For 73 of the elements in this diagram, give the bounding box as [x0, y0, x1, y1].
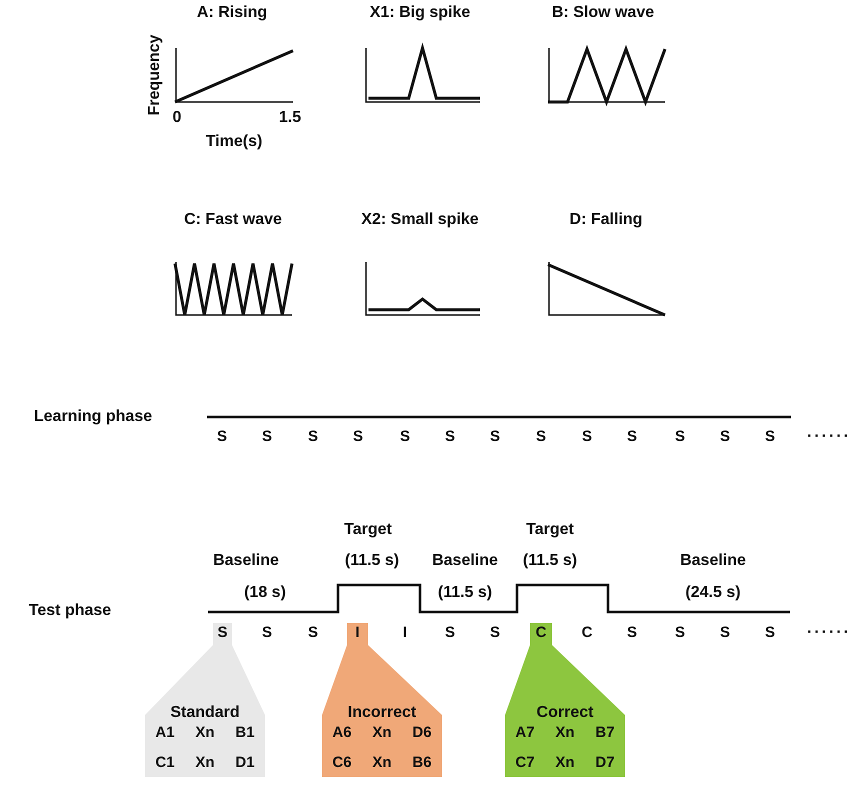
sequence-letter: S — [720, 428, 730, 446]
sequence-letter: S — [262, 624, 272, 642]
condition-code: Xn — [555, 754, 575, 772]
block-label: Baseline — [432, 552, 498, 570]
sequence-letter: S — [217, 428, 227, 446]
sequence-letter: S — [308, 428, 318, 446]
sequence-letter: S — [582, 428, 592, 446]
phase-label: Test phase — [28, 602, 112, 620]
condition-code: A7 — [515, 724, 535, 742]
condition-code: B7 — [595, 724, 615, 742]
sequence-letter: S — [765, 624, 775, 642]
sequence-letter: S — [490, 428, 500, 446]
plot-title: C: Fast wave — [184, 211, 282, 229]
plot-title: X2: Small spike — [361, 211, 479, 229]
sequence-letter: S — [765, 428, 775, 446]
sequence-letter: C — [536, 624, 546, 642]
plot-title: A: Rising — [196, 4, 268, 22]
sequence-letter: S — [720, 624, 730, 642]
plot-title: D: Falling — [570, 211, 642, 229]
axis-label: Time(s) — [206, 133, 262, 151]
block-label: Target — [344, 521, 392, 539]
condition-code: B6 — [412, 754, 432, 772]
duration-label: (18 s) — [244, 584, 286, 602]
condition-code: D7 — [595, 754, 615, 772]
sequence-letter: S — [490, 624, 500, 642]
sequence-letter: S — [675, 624, 685, 642]
sequence-letter: I — [402, 624, 408, 642]
condition-code: Xn — [372, 724, 392, 742]
block-label: Baseline — [213, 552, 279, 570]
condition-code: C7 — [515, 754, 535, 772]
tick-label: 0 — [172, 109, 182, 127]
callout-panel — [322, 623, 442, 777]
callout-panel — [505, 623, 625, 777]
sequence-letter: C — [582, 624, 592, 642]
sequence-letter: S — [627, 428, 637, 446]
condition-code: Xn — [195, 754, 215, 772]
sequence-letter: S — [400, 428, 410, 446]
condition-code: B1 — [235, 724, 255, 742]
sequence-letter: S — [262, 428, 272, 446]
panel-heading: Standard — [170, 704, 240, 722]
plot-title: B: Slow wave — [552, 4, 654, 22]
duration-label: (24.5 s) — [685, 584, 741, 602]
tick-label: 1.5 — [278, 109, 302, 127]
sequence-letter: S — [536, 428, 546, 446]
condition-code: D6 — [412, 724, 432, 742]
sequence-letter: S — [445, 428, 455, 446]
condition-code: Xn — [555, 724, 575, 742]
phase-label: Learning phase — [34, 408, 152, 426]
sequence-letter: S — [627, 624, 637, 642]
duration-label: (11.5 s) — [438, 584, 492, 602]
plot-title: X1: Big spike — [370, 4, 470, 22]
condition-code: D1 — [235, 754, 255, 772]
sequence-letter: S — [353, 428, 363, 446]
continuation-dots: ······ — [807, 428, 851, 446]
block-label: Target — [526, 521, 574, 539]
condition-code: Xn — [372, 754, 392, 772]
condition-code: C1 — [155, 754, 175, 772]
duration-label: (11.5 s) — [522, 552, 578, 570]
duration-label: (11.5 s) — [344, 552, 400, 570]
sequence-letter: S — [675, 428, 685, 446]
panel-heading: Incorrect — [348, 704, 416, 722]
sequence-letter: S — [445, 624, 455, 642]
sequence-letter: S — [218, 624, 228, 642]
condition-code: Xn — [195, 724, 215, 742]
axis-label: Frequency — [146, 34, 164, 116]
panel-heading: Correct — [536, 704, 594, 722]
condition-code: A1 — [155, 724, 175, 742]
sequence-letter: I — [355, 624, 360, 642]
continuation-dots: ······ — [807, 624, 851, 642]
condition-code: A6 — [332, 724, 352, 742]
block-label: Baseline — [680, 552, 746, 570]
condition-code: C6 — [332, 754, 352, 772]
sequence-letter: S — [308, 624, 318, 642]
